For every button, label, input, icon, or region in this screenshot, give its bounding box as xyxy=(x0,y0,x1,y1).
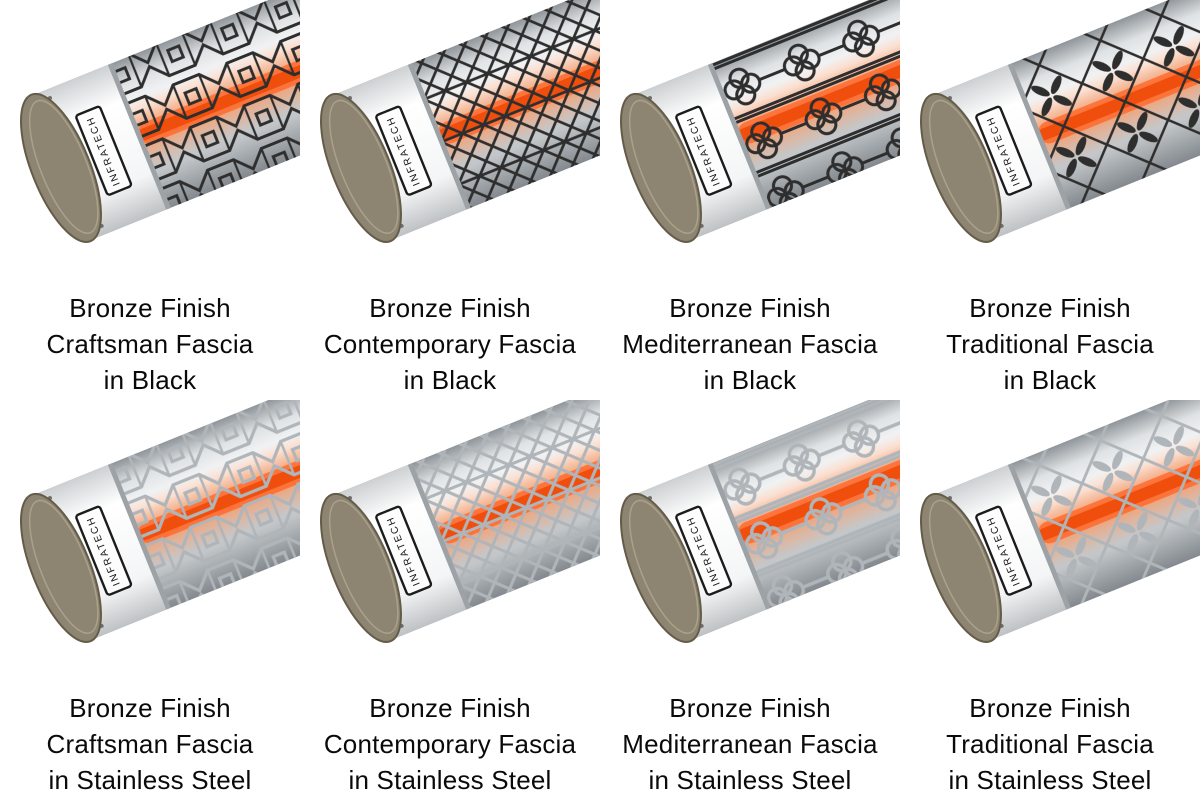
product-caption: Bronze Finish Contemporary Fascia in Bla… xyxy=(324,290,576,398)
caption-line: in Black xyxy=(103,365,197,395)
caption-line: Bronze Finish xyxy=(369,693,531,723)
caption-line: in Black xyxy=(703,365,797,395)
product-caption: Bronze Finish Craftsman Fascia in Stainl… xyxy=(47,690,254,798)
heater-illustration-craftsman-steel: INFRATECH xyxy=(20,400,300,644)
heater-body: INFRATECH xyxy=(620,0,900,244)
heater-image-contemporary-black: INFRATECH xyxy=(300,0,600,262)
heater-illustration-contemporary-steel: INFRATECH xyxy=(320,400,600,644)
heater-body: INFRATECH xyxy=(320,400,600,644)
grille-pattern xyxy=(409,400,600,609)
caption-line: Mediterranean Fascia xyxy=(622,729,878,759)
end-cap xyxy=(320,92,402,244)
caption-line: Traditional Fascia xyxy=(946,329,1154,359)
product-card-mediterranean-steel[interactable]: INFRATECH Bronze Finish Mediterranean Fa… xyxy=(600,400,900,800)
caption-line: Contemporary Fascia xyxy=(323,329,577,359)
product-card-contemporary-steel[interactable]: INFRATECH Bronze Finish Contemporary Fas… xyxy=(300,400,600,800)
caption-line: in Black xyxy=(403,365,497,395)
end-cap-rim xyxy=(928,499,999,634)
caption-line: Bronze Finish xyxy=(969,293,1131,323)
heater-body: INFRATECH xyxy=(20,400,300,644)
heater-image-traditional-black: INFRATECH xyxy=(900,0,1200,262)
caption-line: Bronze Finish xyxy=(669,293,831,323)
heater-body: INFRATECH xyxy=(920,0,1200,244)
product-card-traditional-black[interactable]: INFRATECH Bronze Finish Traditional Fasc… xyxy=(900,0,1200,400)
end-cap xyxy=(20,492,102,644)
heater-body: INFRATECH xyxy=(20,0,300,244)
product-card-traditional-steel[interactable]: INFRATECH Bronze Finish Traditional Fasc… xyxy=(900,400,1200,800)
heater-illustration-craftsman-black: INFRATECH xyxy=(20,0,300,244)
end-cap xyxy=(920,492,1002,644)
grille-pattern xyxy=(709,400,900,609)
product-caption: Bronze Finish Mediterranean Fascia in St… xyxy=(622,690,877,798)
product-caption: Bronze Finish Mediterranean Fascia in Bl… xyxy=(622,290,877,398)
caption-line: Bronze Finish xyxy=(669,693,831,723)
caption-line: in Black xyxy=(1003,365,1097,395)
end-cap xyxy=(620,492,702,644)
caption-line: Bronze Finish xyxy=(69,693,231,723)
heater-body: INFRATECH xyxy=(620,400,900,644)
caption-line: Traditional Fascia xyxy=(946,729,1154,759)
heater-body: INFRATECH xyxy=(920,400,1200,644)
product-card-craftsman-steel[interactable]: INFRATECH Bronze Finish Craftsman Fascia… xyxy=(0,400,300,800)
end-cap xyxy=(20,92,102,244)
product-card-contemporary-black[interactable]: INFRATECH Bronze Finish Contemporary Fas… xyxy=(300,0,600,400)
grille-pattern xyxy=(709,0,900,209)
heater-image-mediterranean-black: INFRATECH xyxy=(600,0,900,262)
grille-pattern xyxy=(109,400,300,609)
end-cap-rim xyxy=(28,499,99,634)
end-cap xyxy=(620,92,702,244)
caption-line: Contemporary Fascia xyxy=(323,729,577,759)
grille-pattern xyxy=(1009,0,1200,209)
grille-pattern xyxy=(409,0,600,209)
heater-image-traditional-steel: INFRATECH xyxy=(900,400,1200,662)
end-cap-rim xyxy=(628,99,699,234)
product-card-craftsman-black[interactable]: INFRATECH Bronze Finish Craftsman Fascia… xyxy=(0,0,300,400)
heater-image-contemporary-steel: INFRATECH xyxy=(300,400,600,662)
caption-line: Bronze Finish xyxy=(369,293,531,323)
brand-plate: INFRATECH xyxy=(975,505,1033,596)
end-cap-rim xyxy=(328,99,399,234)
end-cap xyxy=(920,92,1002,244)
caption-line: in Stainless Steel xyxy=(348,765,552,795)
heater-illustration-traditional-black: INFRATECH xyxy=(920,0,1200,244)
caption-line: Bronze Finish xyxy=(69,293,231,323)
end-cap-rim xyxy=(28,99,99,234)
product-caption: Bronze Finish Traditional Fascia in Stai… xyxy=(946,690,1154,798)
caption-line: Bronze Finish xyxy=(969,693,1131,723)
heater-illustration-mediterranean-steel: INFRATECH xyxy=(620,400,900,644)
end-cap-rim xyxy=(628,499,699,634)
heater-illustration-contemporary-black: INFRATECH xyxy=(320,0,600,244)
heater-image-mediterranean-steel: INFRATECH xyxy=(600,400,900,662)
grille-pattern xyxy=(109,0,300,209)
brand-plate: INFRATECH xyxy=(75,105,133,196)
end-cap-rim xyxy=(328,499,399,634)
caption-line: in Stainless Steel xyxy=(648,765,852,795)
caption-line: Craftsman Fascia xyxy=(46,329,254,359)
product-card-mediterranean-black[interactable]: INFRATECH Bronze Finish Mediterranean Fa… xyxy=(600,0,900,400)
heater-illustration-mediterranean-black: INFRATECH xyxy=(620,0,900,244)
end-cap xyxy=(320,492,402,644)
product-caption: Bronze Finish Contemporary Fascia in Sta… xyxy=(324,690,576,798)
product-caption: Bronze Finish Craftsman Fascia in Black xyxy=(47,290,254,398)
heater-image-craftsman-steel: INFRATECH xyxy=(0,400,300,662)
grille-pattern xyxy=(1009,400,1200,609)
heater-illustration-traditional-steel: INFRATECH xyxy=(920,400,1200,644)
caption-line: Craftsman Fascia xyxy=(46,729,254,759)
product-caption: Bronze Finish Traditional Fascia in Blac… xyxy=(946,290,1154,398)
heater-body: INFRATECH xyxy=(320,0,600,244)
caption-line: Mediterranean Fascia xyxy=(622,329,878,359)
caption-line: in Stainless Steel xyxy=(48,765,252,795)
caption-line: in Stainless Steel xyxy=(948,765,1152,795)
heater-image-craftsman-black: INFRATECH xyxy=(0,0,300,262)
end-cap-rim xyxy=(928,99,999,234)
